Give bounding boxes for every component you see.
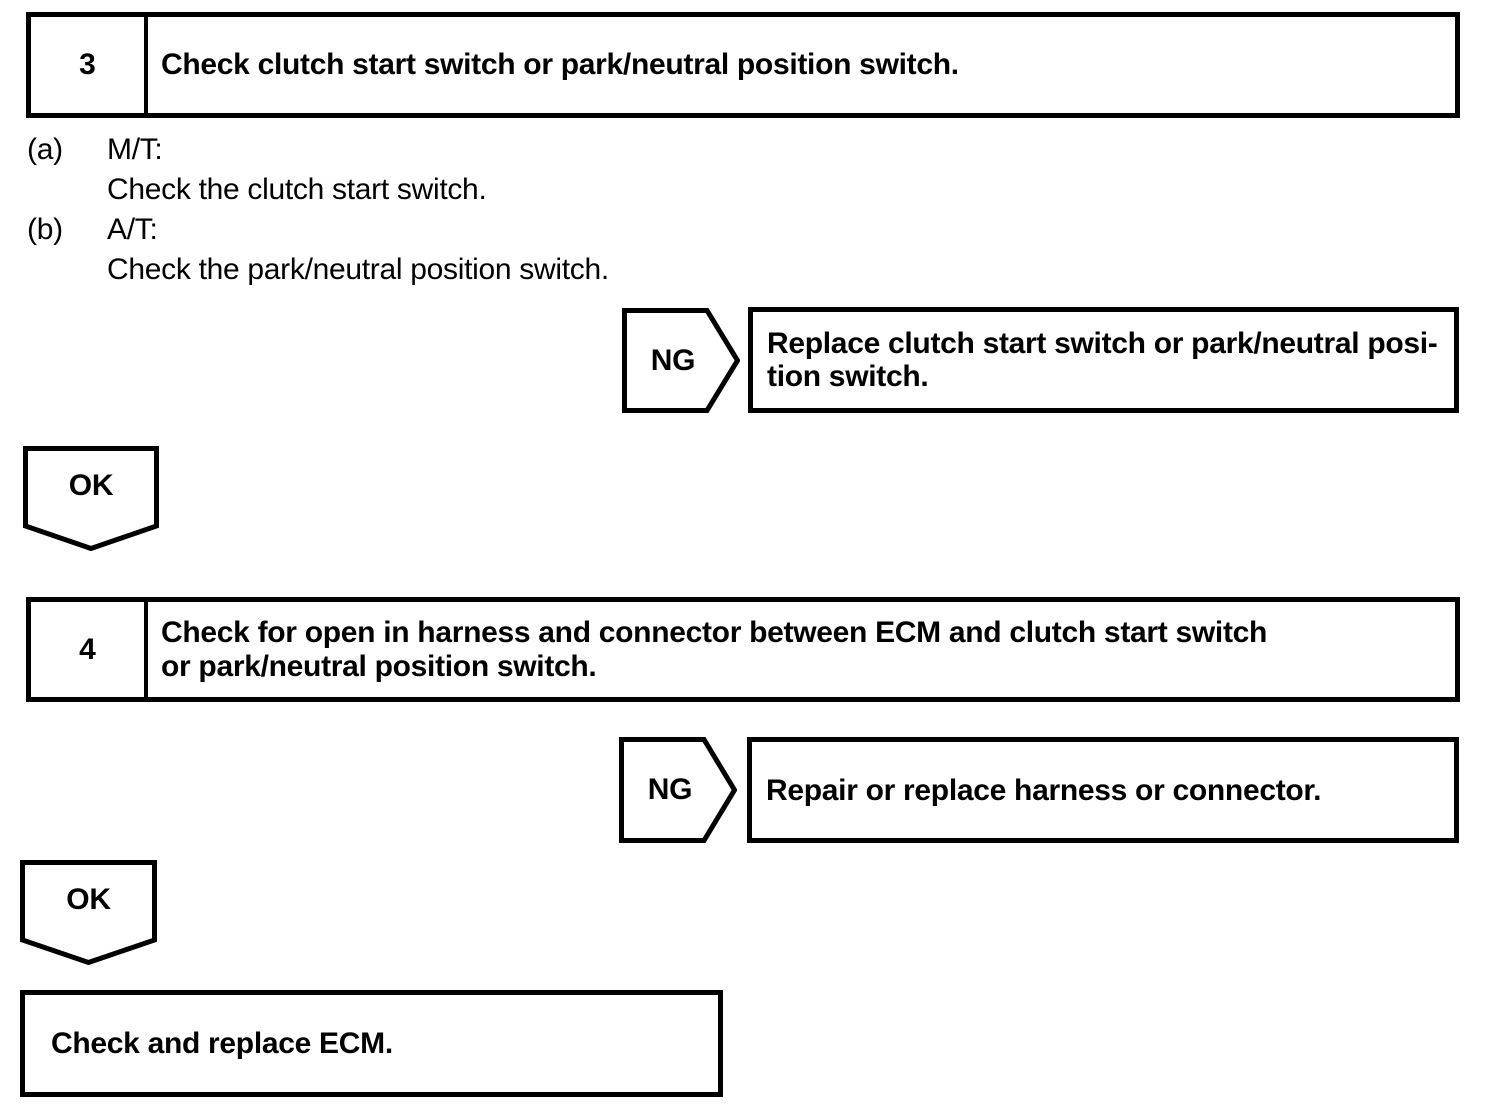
step-4-title: Check for open in harness and connector … (161, 615, 1268, 683)
step-3-ng-arrow: NG (622, 308, 740, 413)
instruction-b-heading: A/T: (107, 213, 158, 246)
step-3-box: 3 Check clutch start switch or park/neut… (26, 12, 1460, 118)
ok-pentagon-down-icon (20, 860, 157, 965)
instruction-b-text: Check the park/neutral position switch. (107, 253, 609, 286)
step-3-number: 3 (31, 17, 148, 113)
final-action-box: Check and replace ECM. (20, 990, 723, 1097)
step-4-number: 4 (31, 602, 148, 697)
step-3-instruction-list: (a) M/T: Check the clutch start switch. … (27, 130, 609, 290)
step-4-ng-action-box: Repair or replace harness or connector. (747, 737, 1459, 843)
step-3-ok-arrow: OK (23, 446, 159, 551)
step-4-ng-arrow: NG (619, 737, 737, 843)
step-3-ng-label: NG (650, 343, 696, 377)
step-3-title: Check clutch start switch or park/neutra… (161, 48, 959, 81)
instruction-b-label: (b) (27, 213, 63, 246)
instruction-a-label: (a) (27, 133, 63, 166)
ng-pentagon-right-icon (622, 308, 740, 413)
instruction-a-spacer (27, 170, 107, 210)
step-4-ok-arrow: OK (20, 860, 157, 965)
ok-pentagon-down-icon (23, 446, 159, 551)
instruction-a-heading: M/T: (107, 133, 163, 166)
step-3-ok-label: OK (68, 469, 114, 502)
step-4-box: 4 Check for open in harness and connecto… (26, 597, 1460, 702)
instruction-b-spacer (27, 250, 107, 290)
step-4-ng-label: NG (647, 773, 693, 806)
instruction-a-text: Check the clutch start switch. (107, 173, 487, 206)
ng-pentagon-right-icon (619, 737, 737, 843)
step-4-ok-label: OK (66, 883, 111, 916)
step-3-ng-action-box: Replace clutch start switch or park/neut… (748, 307, 1459, 413)
